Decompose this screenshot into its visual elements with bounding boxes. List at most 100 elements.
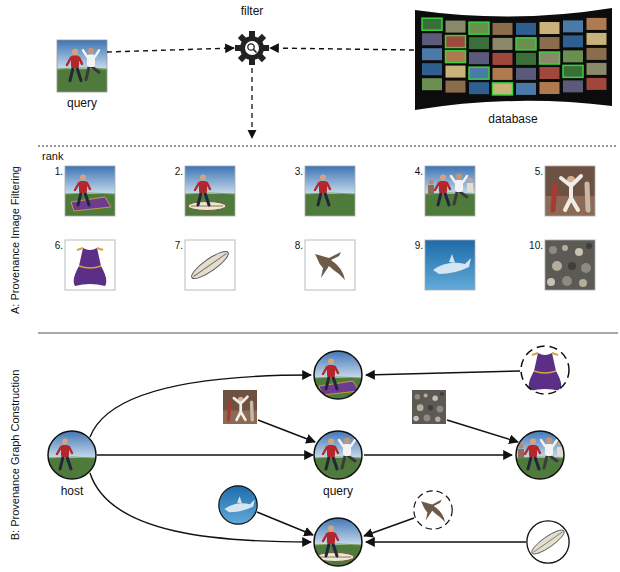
ranked-images xyxy=(545,166,595,216)
rank-number: 4. xyxy=(415,166,423,178)
database-tile xyxy=(587,48,607,60)
ranked-images xyxy=(65,166,595,290)
database-tile xyxy=(587,78,607,90)
donor-circle xyxy=(526,520,570,564)
ranked-images xyxy=(65,240,115,290)
image-slot xyxy=(252,19,253,64)
rank-number: 1. xyxy=(55,166,63,178)
query-image xyxy=(57,40,107,92)
ranked-images xyxy=(185,240,235,290)
section-title: A: Provenance Image Filtering xyxy=(9,166,22,314)
connector-arrow xyxy=(270,48,414,50)
graph-arrows xyxy=(90,371,526,542)
composite-circle xyxy=(313,517,363,567)
database-tile xyxy=(516,83,536,95)
filter-gear xyxy=(245,41,259,55)
donor-circle xyxy=(520,345,570,395)
database-tile xyxy=(469,82,489,94)
ranked-images xyxy=(545,240,595,290)
filter-node: filter xyxy=(234,4,270,64)
database-tile xyxy=(587,18,607,30)
donor-circle xyxy=(413,490,453,530)
filter-gear xyxy=(253,49,256,52)
host-circle xyxy=(47,430,97,480)
database-tile xyxy=(516,53,536,65)
database-tile xyxy=(516,38,536,50)
ranked-images xyxy=(305,240,355,290)
donor-circle xyxy=(520,345,570,395)
host-circle xyxy=(47,430,97,480)
database-tile xyxy=(469,37,489,49)
database-tile xyxy=(540,37,560,49)
image-slot xyxy=(338,430,339,484)
database-tile xyxy=(422,63,442,75)
composite-circle xyxy=(313,350,363,400)
database-node: database xyxy=(414,8,612,127)
query-circle xyxy=(314,431,362,479)
ranked-images xyxy=(305,166,355,216)
database-screen xyxy=(415,8,612,110)
composite-circle xyxy=(314,351,362,399)
host-circle xyxy=(47,430,97,480)
node-label: host xyxy=(61,484,84,499)
image-slot xyxy=(82,40,83,96)
host-circle xyxy=(48,431,96,479)
donor-circle xyxy=(218,485,258,525)
composite-circle xyxy=(313,350,363,400)
donor-circle xyxy=(414,491,452,529)
donor-image xyxy=(223,390,257,424)
ranked-images xyxy=(425,240,475,290)
filter-gear xyxy=(248,44,254,50)
ranked-images xyxy=(305,166,355,216)
database-tile xyxy=(493,83,513,95)
ranked-images xyxy=(545,166,595,216)
query-image xyxy=(57,40,107,92)
composite-circle xyxy=(313,517,363,567)
rank-number: 6. xyxy=(55,240,63,252)
rank-number: 9. xyxy=(415,240,423,252)
ranked-images xyxy=(185,166,235,216)
donor-circle xyxy=(219,486,257,524)
composite-circle xyxy=(313,517,363,567)
database-tile xyxy=(540,82,560,94)
ranked-images xyxy=(545,240,595,290)
ranked-images xyxy=(65,166,115,216)
ranked-images xyxy=(185,240,235,290)
database-tile xyxy=(540,22,560,34)
database-tile xyxy=(587,33,607,45)
donor-circle xyxy=(521,346,569,394)
database-tile xyxy=(422,33,442,45)
donor-circle xyxy=(527,521,569,563)
database-tile xyxy=(563,20,583,32)
dotted-divider xyxy=(38,145,618,146)
database-tile xyxy=(446,36,466,48)
rank-number: 10. xyxy=(529,240,543,252)
database-tile xyxy=(587,63,607,75)
rank-number: 2. xyxy=(175,166,183,178)
database-tile xyxy=(493,23,513,35)
rank-number: 7. xyxy=(175,240,183,252)
connector-arrow xyxy=(97,454,313,455)
donor-image xyxy=(412,390,446,424)
ranked-images xyxy=(425,240,475,290)
database-tile xyxy=(422,78,442,90)
donor-circle xyxy=(526,520,570,564)
database-tile xyxy=(493,68,513,80)
section-title: B: Provenance Graph Construction xyxy=(9,370,22,541)
rank-number: 3. xyxy=(295,166,303,178)
graph-arrows xyxy=(447,420,518,442)
database-tile xyxy=(540,52,560,64)
ranked-images xyxy=(65,166,595,290)
composite-circle xyxy=(313,350,363,400)
database-tile xyxy=(446,81,466,93)
graph-arrows xyxy=(90,473,311,542)
graph-arrows xyxy=(257,512,313,535)
filter-gear xyxy=(235,31,269,65)
donor-circle xyxy=(218,485,258,525)
image-slot xyxy=(72,430,73,484)
node-label: database xyxy=(488,112,537,127)
graph-arrows xyxy=(366,541,526,542)
filter-output-arrow xyxy=(251,68,252,138)
